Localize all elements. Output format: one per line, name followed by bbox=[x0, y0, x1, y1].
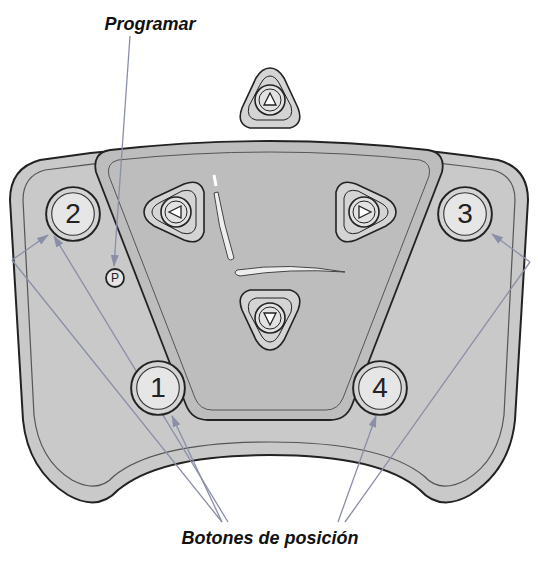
button-label: 2 bbox=[65, 200, 81, 228]
position-button: 1 bbox=[130, 360, 186, 416]
button-label: 1 bbox=[150, 374, 166, 402]
arrow-button bbox=[240, 68, 300, 128]
program-button: P bbox=[105, 268, 125, 288]
arrow-button bbox=[336, 182, 396, 242]
caption-label: Botones de posición bbox=[181, 528, 358, 549]
position-button: 4 bbox=[352, 360, 408, 416]
button-label: P bbox=[111, 272, 119, 284]
button-label: 4 bbox=[372, 374, 388, 402]
button-label: 3 bbox=[457, 200, 473, 228]
arrow-button bbox=[144, 182, 204, 242]
arrow-button bbox=[240, 290, 300, 350]
position-button: 2 bbox=[45, 186, 101, 242]
position-button: 3 bbox=[437, 186, 493, 242]
callout-label: Programar bbox=[104, 14, 195, 35]
